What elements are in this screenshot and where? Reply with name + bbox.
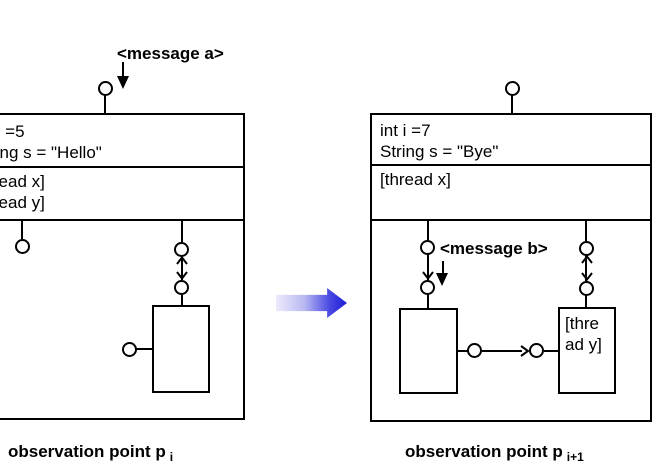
left-top-port-circle xyxy=(98,81,113,96)
right-thread2-port-circle-top xyxy=(579,241,594,256)
right-thread1-connector-line xyxy=(427,254,429,280)
arrowhead-down-icon xyxy=(176,271,188,280)
left-top-port-stem xyxy=(104,95,106,113)
variable-line: String s = "Hello" xyxy=(0,143,102,162)
right-caption-text: observation point p xyxy=(405,442,563,461)
message-b-arrowhead-icon xyxy=(436,273,448,286)
message-b-arrow-line xyxy=(442,261,444,274)
variable-line: int i =5 xyxy=(0,122,25,141)
left-thread-stem-lower xyxy=(181,294,183,305)
transition-arrow-icon xyxy=(276,288,347,318)
right-inner-object-box-right: [thre ad y] xyxy=(558,307,616,394)
message-b-label: <message b> xyxy=(440,239,548,258)
right-thread2-connector-line xyxy=(585,255,587,281)
left-thread-connector-line xyxy=(181,256,183,280)
left-caption-text: observation point p xyxy=(8,442,166,461)
right-top-port-circle xyxy=(505,81,520,96)
inner-box-label: [thre ad y] xyxy=(565,314,602,354)
right-thread2-stem-lower xyxy=(585,295,587,307)
left-inner-object-box xyxy=(152,305,210,393)
right-caption: observation point p i+1 xyxy=(405,442,584,464)
left-object-port-circle xyxy=(122,342,137,357)
left-state-box: int i =5 String s = "Hello" [thread x] [… xyxy=(0,113,245,420)
arrowhead-down-icon xyxy=(581,272,593,281)
right-thread2-stem xyxy=(585,221,587,241)
right-variables-compartment: int i =7 String s = "Bye" xyxy=(372,115,650,166)
left-caption-subscript: i xyxy=(169,450,174,464)
left-thread-port-circle-bottom xyxy=(174,280,189,295)
connector-stem-right xyxy=(544,350,558,352)
message-a-label: <message a> xyxy=(117,44,224,63)
thread-guard-line: [thread y] xyxy=(0,193,45,212)
arrowhead-up-icon xyxy=(176,256,188,265)
right-top-port-stem xyxy=(511,95,513,113)
left-thread-port-circle-top xyxy=(174,242,189,257)
connector-port-circle-left xyxy=(467,343,482,358)
arrowhead-up-icon xyxy=(581,255,593,264)
arrowhead-right-icon xyxy=(520,345,530,357)
arrowhead-down-icon xyxy=(422,271,434,280)
right-thread1-port-circle-top xyxy=(420,240,435,255)
right-thread1-stem-lower xyxy=(427,294,429,308)
right-threads-compartment: [thread x] xyxy=(372,166,650,221)
right-thread1-stem xyxy=(427,221,429,240)
connector-stem-left xyxy=(458,350,468,352)
right-caption-subscript: i+1 xyxy=(566,450,584,464)
left-threads-compartment: [thread x] [thread y] xyxy=(0,168,243,221)
left-caption: observation point p i xyxy=(8,442,173,464)
connector-line xyxy=(482,350,522,352)
message-a-arrow-line xyxy=(122,62,124,77)
right-inner-object-box-left xyxy=(399,308,458,394)
left-variables-compartment: int i =5 String s = "Hello" xyxy=(0,115,243,168)
left-dangling-port-circle xyxy=(15,239,30,254)
message-a-arrowhead-icon xyxy=(117,76,129,89)
thread-guard-line: [thread x] xyxy=(0,172,45,191)
thread-guard-line: [thread x] xyxy=(380,170,451,189)
variable-line: int i =7 xyxy=(380,121,431,140)
right-thread2-port-circle-bottom xyxy=(579,281,594,296)
left-thread-stem xyxy=(181,221,183,242)
connector-port-circle-right xyxy=(529,343,544,358)
left-object-port-stem xyxy=(136,348,152,350)
left-dangling-port-stem xyxy=(21,221,23,239)
right-thread1-port-circle-bottom xyxy=(420,280,435,295)
variable-line: String s = "Bye" xyxy=(380,142,499,161)
